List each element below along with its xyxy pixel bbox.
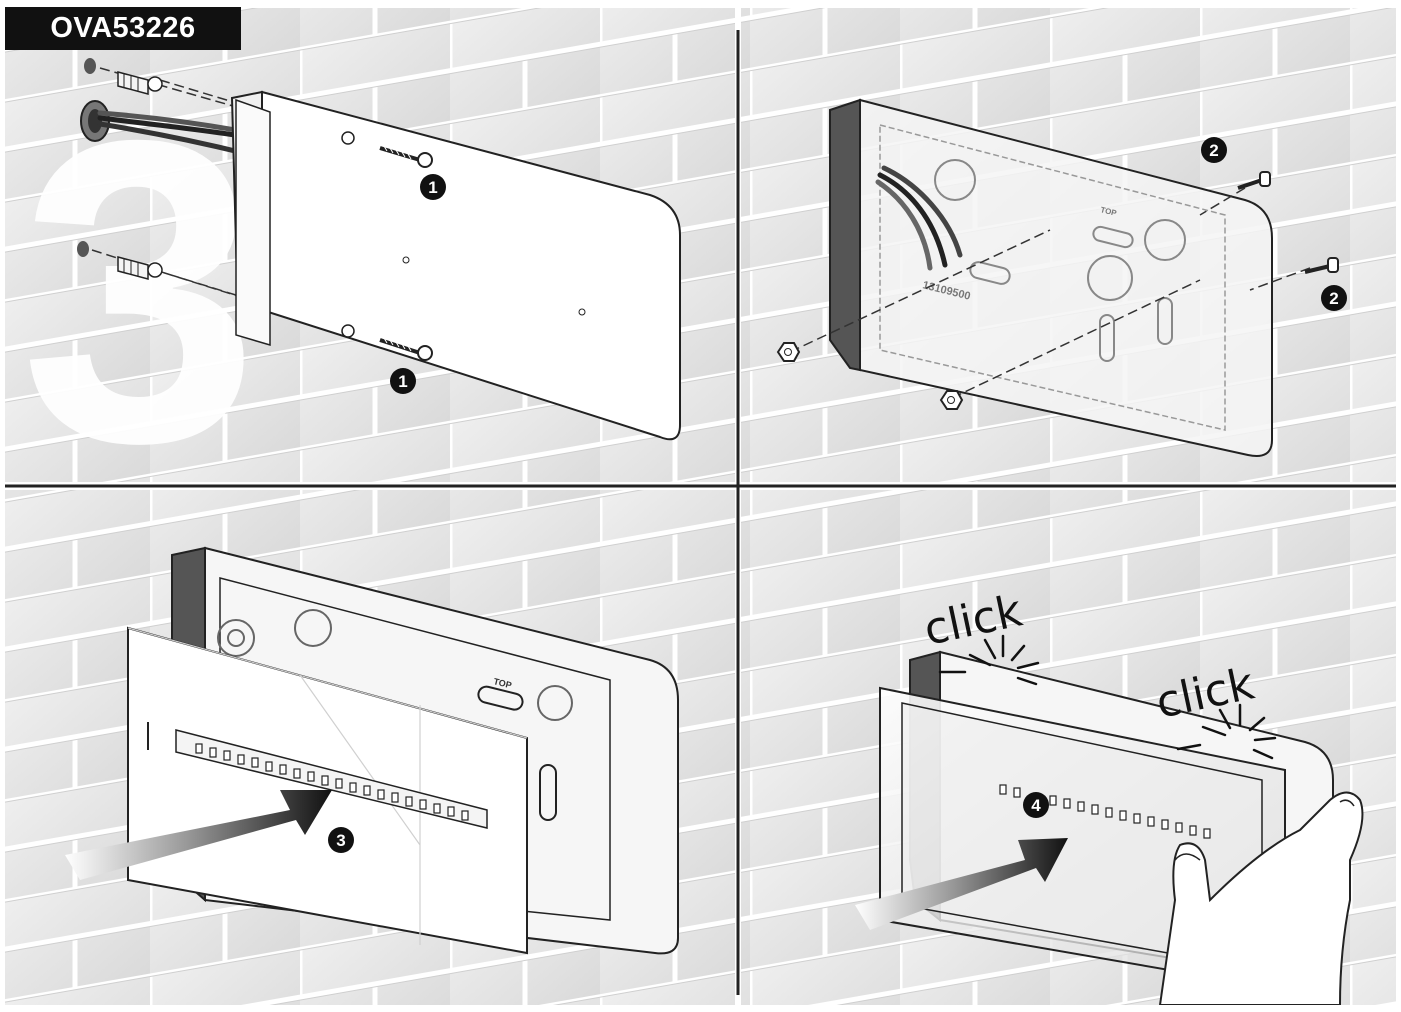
model-code-badge: OVA53226 <box>5 7 241 50</box>
panel-bottom-right: click click 4 <box>741 490 1396 1005</box>
svg-text:4: 4 <box>1031 796 1041 815</box>
wall-hole <box>84 58 96 74</box>
cable-icon <box>875 165 963 271</box>
callout-3: 3 <box>328 827 354 853</box>
base-plate <box>261 90 681 441</box>
screw-icon <box>1237 171 1271 190</box>
top-marking: TOP <box>493 676 513 690</box>
wall-plug-icon <box>117 71 163 95</box>
hand-icon <box>1158 791 1364 1005</box>
svg-text:1: 1 <box>428 178 437 197</box>
callout-2: 2 <box>1201 137 1227 163</box>
svg-text:2: 2 <box>1209 141 1218 160</box>
panel-bottom-left: TOP 3 <box>5 490 735 1005</box>
wall-hole <box>77 241 89 257</box>
screw-icon <box>379 145 433 168</box>
click-burst <box>1176 703 1277 760</box>
screw-icon <box>1304 257 1339 274</box>
click-burst <box>938 634 1040 686</box>
callout-1: 1 <box>390 368 416 394</box>
callout-1: 1 <box>420 174 446 200</box>
screw-icon <box>379 337 433 361</box>
panel-top-left: 3 <box>5 8 735 482</box>
nut-icon <box>939 390 964 410</box>
nut-icon <box>776 342 801 362</box>
svg-text:3: 3 <box>336 831 345 850</box>
arrow-right-icon <box>65 790 332 880</box>
svg-text:2: 2 <box>1329 289 1338 308</box>
led-strip <box>999 784 1211 839</box>
base-housing <box>859 98 1273 457</box>
led-strip <box>195 743 469 821</box>
wall-plug-icon <box>117 256 163 280</box>
arrow-right-icon <box>855 838 1068 930</box>
top-marking: TOP <box>1100 205 1119 218</box>
svg-text:1: 1 <box>398 372 407 391</box>
callout-4: 4 <box>1023 792 1049 818</box>
callout-2: 2 <box>1321 285 1347 311</box>
panel-top-right: TOP 13109500 2 <box>741 8 1396 482</box>
